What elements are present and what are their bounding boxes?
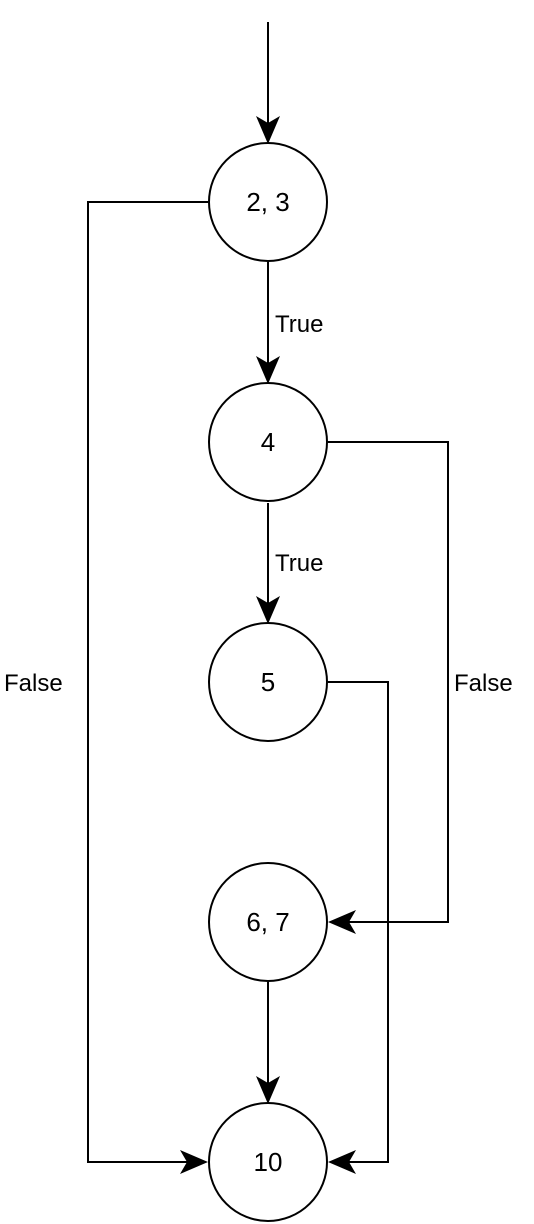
arrowhead-5-to-10	[328, 1150, 356, 1174]
node-6-7: 6, 7	[208, 862, 328, 982]
nodes: 2, 3 4 5 6, 7 10	[208, 142, 328, 1222]
node-5: 5	[208, 622, 328, 742]
edges	[87, 22, 449, 1174]
node-4: 4	[208, 382, 328, 502]
node-label-10: 10	[254, 1147, 283, 1177]
edge-4-to-6-7	[328, 441, 449, 923]
node-2-3: 2, 3	[208, 142, 328, 262]
arrowhead-2-3-to-10	[180, 1150, 208, 1174]
node-label-4: 4	[261, 427, 275, 457]
arrowhead-4-to-6-7	[328, 910, 356, 934]
node-10: 10	[208, 1102, 328, 1222]
edge-5-to-10	[328, 681, 389, 1163]
node-label-5: 5	[261, 667, 275, 697]
arrowhead-2-3-to-4	[256, 356, 280, 384]
edge-label-2-3-to-4: True	[275, 311, 323, 338]
edge-label-4-to-5: True	[275, 550, 323, 577]
edge-2-3-to-10	[87, 201, 208, 1163]
edge-labels: True True False False	[4, 311, 513, 697]
arrowhead-4-to-5	[256, 596, 280, 624]
edge-label-4-to-6-7: False	[454, 670, 513, 697]
arrowhead-6-7-to-10	[256, 1076, 280, 1104]
arrowhead-entry	[256, 116, 280, 144]
edge-label-2-3-to-10: False	[4, 670, 63, 697]
node-label-2-3: 2, 3	[246, 187, 289, 217]
node-label-6-7: 6, 7	[246, 907, 289, 937]
